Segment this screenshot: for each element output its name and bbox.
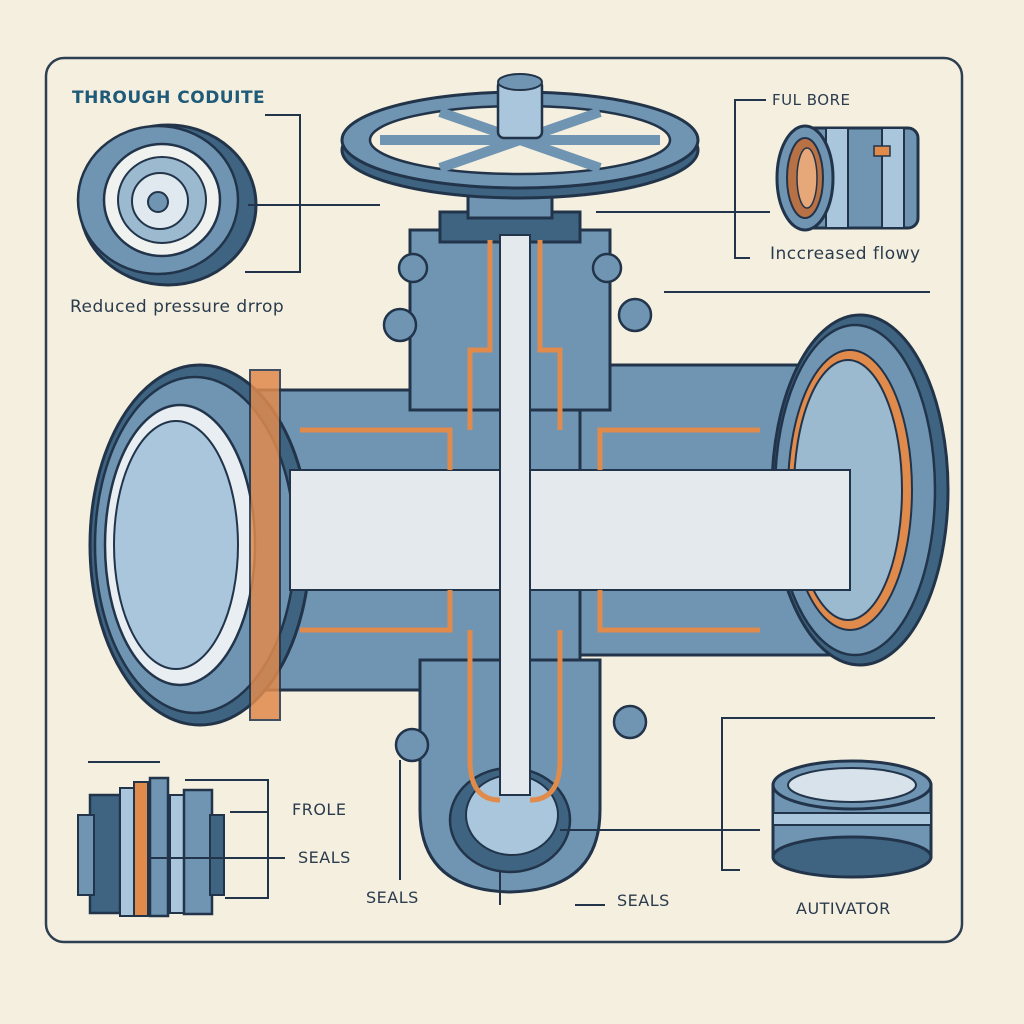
seal-stack-leaders xyxy=(88,761,285,899)
sleeve-icon xyxy=(775,124,920,232)
label-increased-flow: Inccreased flowy xyxy=(770,244,921,264)
seals-bottom-leaders xyxy=(399,760,760,906)
label-seals-left: SEALS xyxy=(298,848,351,867)
full-bore-leader xyxy=(596,99,770,259)
autivator-leader xyxy=(721,717,935,871)
label-full-bore: FUL BORE xyxy=(772,91,851,109)
diagram-frame xyxy=(44,56,964,944)
valve-body xyxy=(88,168,950,894)
handwheel-icon xyxy=(340,73,700,200)
actuator-ring-icon xyxy=(771,759,933,879)
label-seals-bottom-right: SEALS xyxy=(617,891,670,910)
label-autivator: AUTIVATOR xyxy=(796,899,891,918)
label-frole: FROLE xyxy=(292,800,347,819)
seal-stack-icon xyxy=(77,776,225,918)
label-reduced-pressure: Reduced pressure drrop xyxy=(70,297,285,317)
through-conduit-leader xyxy=(245,114,380,273)
pipe-ring-icon xyxy=(76,123,258,287)
label-seals-bottom-left: SEALS xyxy=(366,888,419,907)
label-through-conduit: THROUGH CODUITE xyxy=(72,88,266,108)
